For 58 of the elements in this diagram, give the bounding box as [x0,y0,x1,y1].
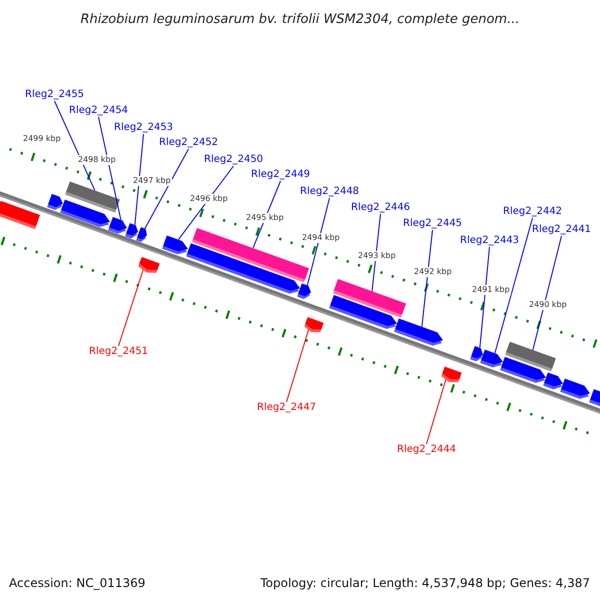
leader-line [54,100,96,191]
gene-label: Rleg2_2447 [257,402,316,414]
gene-label: Rleg2_2455 [25,89,84,101]
genome-info-text: Topology: circular; Length: 4,537,948 bp; Genes: 4,387 [260,575,590,592]
position-label: 2498 kbp [77,155,117,165]
leader-line [252,180,281,249]
gene-feature [441,366,462,382]
gene-feature [297,283,311,299]
gene-label: Rleg2_2451 [89,346,148,358]
gene-label: Rleg2_2443 [460,235,520,247]
position-label: 2491 kbp [471,285,511,295]
gene-feature [138,256,160,273]
leader-line [134,134,144,226]
gene-block [65,181,120,213]
gene-label: Rleg2_2450 [204,154,264,166]
accession-text: Accession: NC_011369 [9,575,146,592]
leader-line [98,116,122,220]
gene-feature [136,227,147,242]
gene-label: Rleg2_2446 [351,202,410,214]
leader-line [178,166,234,240]
gene-label: Rleg2_2453 [114,122,174,134]
leader-line [118,270,144,346]
gene-feature [47,194,63,210]
gene-feature [394,318,443,346]
gene-label: Rleg2_2444 [397,444,456,456]
position-label: 2492 kbp [413,267,453,277]
leader-line [479,246,490,348]
position-label: 2499 kbp [22,134,62,144]
gene-label: Rleg2_2449 [251,169,310,181]
gene-feature [162,236,188,254]
gene-feature [304,317,324,332]
gene-label: Rleg2_2441 [532,224,592,236]
leader-line [426,379,446,444]
position-label: 2495 kbp [245,213,285,223]
position-label: 2497 kbp [132,176,172,186]
gene-label: Rleg2_2452 [159,137,218,149]
gene-label: Rleg2_2442 [503,206,562,218]
leader-line [532,236,562,350]
position-label: 2493 kbp [357,251,397,261]
leader-line [144,148,189,230]
leader-line [421,230,433,328]
gene-block [332,278,406,318]
gene-label: Rleg2_2445 [403,218,462,230]
gene-block [505,342,556,372]
leader-line [494,218,533,354]
gene-label: Rleg2_2448 [300,186,360,198]
gene-feature [470,346,483,362]
leader-line [372,214,381,292]
gene-feature [0,201,40,230]
chart-title: Rhizobium leguminosarum bv. trifolii WSM2304, complete genom... [80,11,520,29]
gene-feature [589,389,600,406]
position-label: 2496 kbp [189,194,229,204]
leader-line [306,198,330,286]
position-label: 2494 kbp [301,233,341,243]
position-label: 2490 kbp [528,300,568,310]
gene-feature [125,223,138,238]
gene-feature [543,372,563,390]
gene-label: Rleg2_2454 [69,105,128,117]
